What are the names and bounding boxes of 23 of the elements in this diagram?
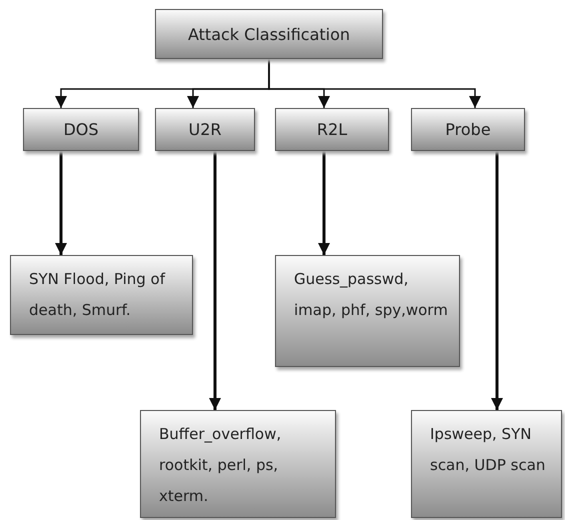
- box-label: DOS: [63, 120, 99, 139]
- arrow: [209, 151, 221, 410]
- examples-box: [10, 255, 193, 335]
- box-label: Probe: [445, 120, 491, 139]
- category-box: [155, 108, 255, 151]
- box-label: R2L: [316, 120, 348, 139]
- category-box: [155, 9, 383, 59]
- arrow: [268, 59, 481, 108]
- box-label: Guess_passwd, imap, phf, spy,worm: [294, 269, 449, 321]
- category-box: [23, 108, 139, 151]
- examples-box: [275, 255, 460, 367]
- category-box: [411, 108, 525, 151]
- box-label: Ipsweep, SYN scan, UDP scan: [430, 424, 546, 476]
- arrow: [491, 151, 503, 410]
- box-label: SYN Flood, Ping of death, Smurf.: [29, 269, 166, 321]
- arrow: [55, 151, 67, 255]
- box-label: Buffer_overflow, rootkit, perl, ps, xterm.: [159, 424, 282, 507]
- box-label: U2R: [188, 120, 222, 139]
- examples-box: [411, 410, 562, 518]
- examples-box: [140, 410, 336, 518]
- arrow: [318, 151, 330, 255]
- box-label: Attack Classification: [188, 24, 350, 44]
- category-box: [275, 108, 389, 151]
